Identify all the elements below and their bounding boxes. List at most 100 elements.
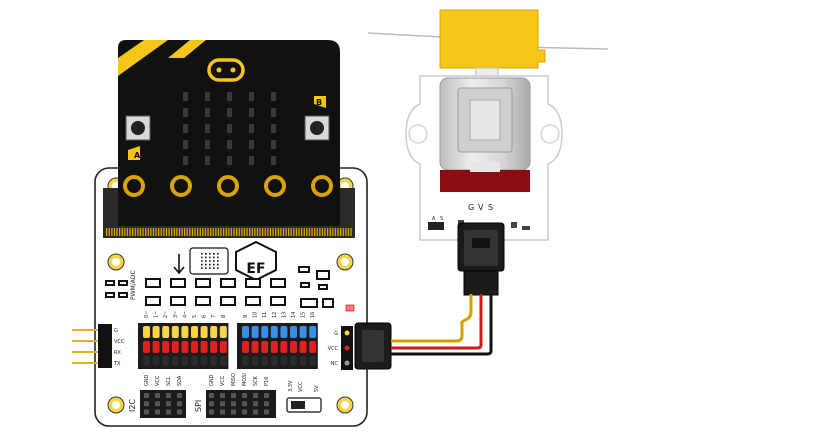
header-pin-signal: [242, 326, 249, 338]
edge-rings: [123, 175, 333, 197]
module-label-g: G: [468, 203, 474, 212]
power-label-g: G: [334, 331, 338, 337]
header-pin-power: [280, 341, 288, 353]
led: [227, 124, 232, 133]
button-b[interactable]: B: [304, 96, 330, 141]
header-pin-ground: [200, 356, 208, 366]
header-pin-power: [200, 341, 208, 353]
header-pin-ground: [290, 356, 297, 366]
i2c-pin-label: GND: [144, 374, 150, 386]
edge-ring: [170, 175, 192, 197]
header-pin-ground: [181, 356, 189, 366]
pwm-adc-label: PWM/ADC: [130, 270, 137, 300]
header-pin-signal: [181, 326, 189, 338]
jumper-label-a: A: [432, 216, 436, 222]
led: [271, 156, 276, 165]
header-pin-power: [171, 341, 179, 353]
button-a[interactable]: A: [125, 115, 151, 160]
led: [205, 140, 210, 149]
cable: [391, 294, 493, 356]
spi-pin-label: GND: [209, 374, 215, 386]
led: [183, 140, 188, 149]
i2c-pin-label: SDA: [177, 375, 183, 386]
led: [183, 124, 188, 133]
voltage-label-vcc: VCC: [298, 381, 304, 392]
module-label-v: V: [478, 203, 484, 212]
header-pin-power: [210, 341, 218, 353]
uart-label-tx: TX: [113, 361, 121, 367]
header-pin-ground: [162, 356, 170, 366]
header-pin-ground: [309, 356, 317, 366]
i2c-title: I2C: [128, 399, 137, 412]
pin-number-label: 14: [291, 312, 297, 318]
header-pin-power: [162, 341, 170, 353]
jst-connector-module: [457, 222, 505, 296]
pin-number-label: 13: [281, 312, 287, 318]
header-pin-power: [299, 341, 307, 353]
header-pin-ground: [171, 356, 179, 366]
motor-end-cap: [440, 170, 530, 192]
uart-header: G VCC RX TX: [72, 324, 125, 368]
header-pin-signal: [261, 326, 269, 338]
header-pin-ground: [210, 356, 218, 366]
jumper-header: [428, 222, 444, 230]
wire-power: [391, 294, 483, 350]
microbit-logo-icon: [207, 58, 245, 82]
ef-logo-text: EF: [246, 261, 265, 277]
spi-pin-label: MOSI: [242, 373, 248, 386]
pin-number-label: 7: [211, 315, 217, 318]
pin-number-label: 10: [253, 312, 259, 318]
led: [271, 108, 276, 117]
pin-number-label: 6: [202, 315, 208, 318]
microbit-accent-2: [168, 40, 206, 58]
led: [227, 156, 232, 165]
microbit-accent: [118, 40, 168, 76]
header-pin-ground: [143, 356, 150, 366]
header-pin-signal: [280, 326, 288, 338]
pin-number-label: 5: [192, 315, 198, 318]
pin-number-label: 16: [310, 312, 316, 318]
motor-module: G V S A S: [367, 9, 609, 296]
voltage-label-5v: 5V: [314, 385, 320, 392]
header-pin-signal: [299, 326, 307, 338]
led: [271, 124, 276, 133]
uart-label-g: G: [114, 328, 118, 334]
pin-number-label: 3~: [173, 311, 179, 318]
led: [249, 92, 254, 101]
led: [205, 108, 210, 117]
header-pin-ground: [280, 356, 288, 366]
led: [249, 140, 254, 149]
header-pin-power: [152, 341, 160, 353]
propeller: [367, 9, 609, 79]
pin-number-label: 9: [243, 315, 249, 318]
edge-ring: [264, 175, 286, 197]
pin-number-label: 1~: [154, 311, 160, 318]
header-pin-signal: [251, 326, 259, 338]
header-pin-signal: [210, 326, 218, 338]
wire-signal: [391, 294, 473, 343]
header-block-left: [138, 323, 229, 369]
microbit: A B: [118, 40, 340, 226]
spi-pin-label: MISO: [231, 373, 237, 386]
header-pin-power: [290, 341, 297, 353]
header-pin-power: [191, 341, 198, 353]
led-grid-icon: [201, 253, 219, 269]
led: [183, 108, 188, 117]
header-pin-signal: [171, 326, 179, 338]
pin-number-label: 8: [221, 315, 227, 318]
led: [227, 140, 232, 149]
led: [205, 124, 210, 133]
header-pin-signal: [162, 326, 170, 338]
header-pin-ground: [299, 356, 307, 366]
header-pin-ground: [261, 356, 269, 366]
header-pin-signal: [152, 326, 160, 338]
header-pin-power: [261, 341, 269, 353]
header-pin-ground: [152, 356, 160, 366]
header-pin-ground: [191, 356, 198, 366]
button-b-label: B: [316, 98, 322, 107]
